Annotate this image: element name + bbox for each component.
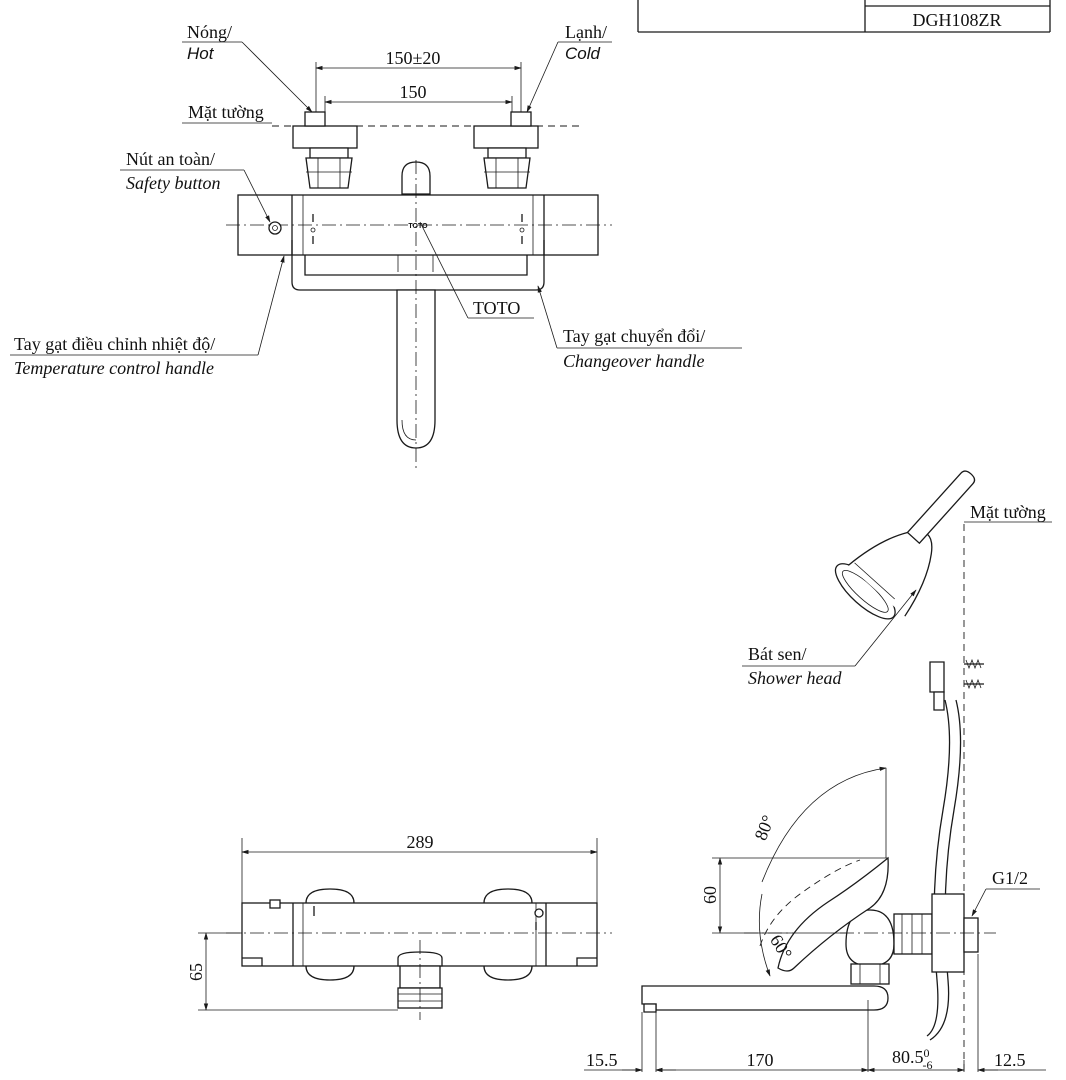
wall-label-top: Mặt tường xyxy=(188,102,264,122)
cold-label-vi: Lạnh/ xyxy=(565,22,607,42)
dim-12-5: 12.5 xyxy=(994,1050,1026,1070)
toto-mark: TOTO xyxy=(408,223,428,230)
shower-label-en: Shower head xyxy=(748,668,842,688)
dim-65: 65 xyxy=(186,963,206,981)
model-table: DGH108ZR xyxy=(637,0,1051,33)
changeover-label-vi: Tay gạt chuyển đổi/ xyxy=(563,326,705,346)
temp-label-vi: Tay gạt điều chỉnh nhiệt độ/ xyxy=(14,334,215,354)
safety-label-en: Safety button xyxy=(126,173,220,193)
wall-label-side: Mặt tường xyxy=(970,502,1046,522)
side-view: Mặt tường Bát sen/ Shower head xyxy=(584,470,1052,1073)
dim-80-5-value: 80.5 xyxy=(892,1047,924,1067)
dim-150: 150 xyxy=(400,82,427,102)
top-view: Nóng/ Hot Lạnh/ Cold 150±20 150 Mặt tườn… xyxy=(10,22,742,470)
front-view: 289 65 xyxy=(186,832,612,1020)
hot-label-en: Hot xyxy=(187,44,215,63)
thread-label: G1/2 xyxy=(992,868,1028,888)
angle-80: 80° xyxy=(750,812,778,843)
safety-label-vi: Nút an toàn/ xyxy=(126,149,215,169)
dim-289: 289 xyxy=(407,832,434,852)
dim-80-5-sub: -6 xyxy=(923,1058,933,1072)
dim-170: 170 xyxy=(747,1050,774,1070)
hot-label-vi: Nóng/ xyxy=(187,22,232,42)
model-code: DGH108ZR xyxy=(913,10,1002,30)
changeover-label-en: Changeover handle xyxy=(563,351,704,371)
dim-80-5-sup: 0 xyxy=(924,1046,930,1060)
brand-label: TOTO xyxy=(473,298,520,318)
dim-15-5: 15.5 xyxy=(586,1050,618,1070)
dim-150-tolerance: 150±20 xyxy=(386,48,441,68)
shower-label-vi: Bát sen/ xyxy=(748,644,807,664)
temp-label-en: Temperature control handle xyxy=(14,358,214,378)
dim-60: 60 xyxy=(700,886,720,904)
dim-80-5: 80.50-6 xyxy=(892,1046,933,1072)
cold-label-en: Cold xyxy=(565,44,601,63)
